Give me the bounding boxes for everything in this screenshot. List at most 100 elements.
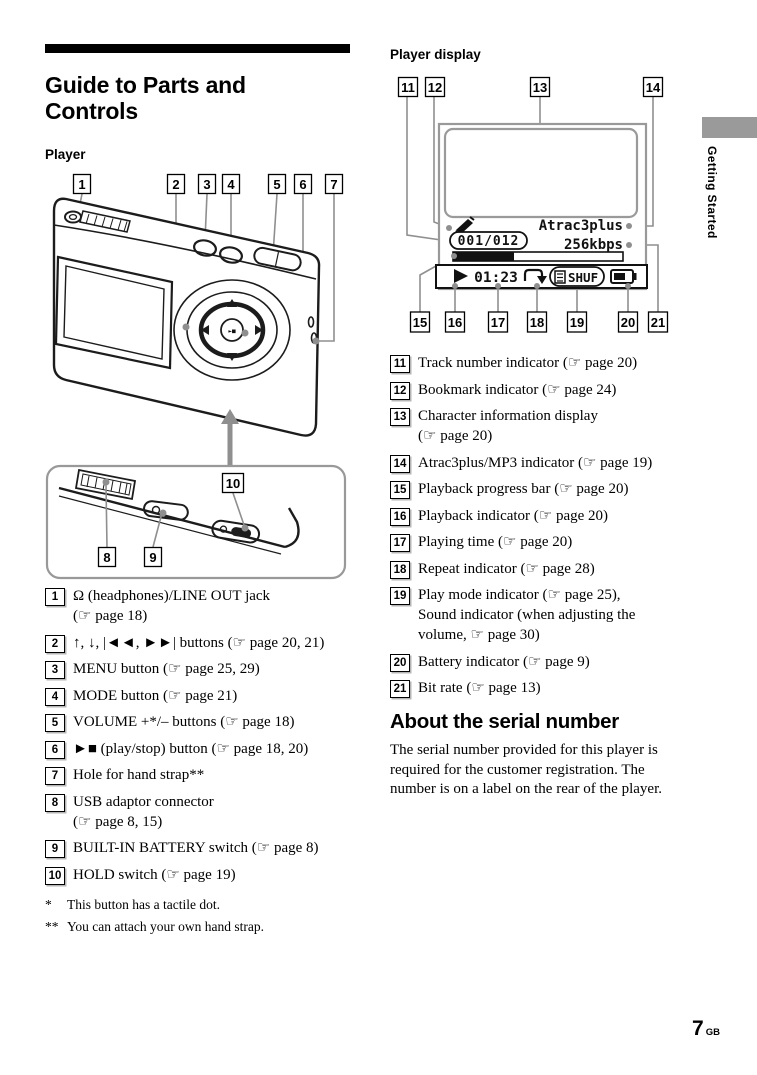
bottom-view-inset [45,464,347,580]
player-section-heading: Player [45,147,86,162]
callout-5: 5 [273,177,280,192]
playing-time: 01:23 [474,270,518,286]
bottom-edge-shadow [58,495,282,555]
callout-10: 10 [226,476,240,491]
item-number: 18 [390,560,410,579]
callout-3: 3 [203,177,210,192]
footnote: *This button has a tactile dot. [45,897,220,912]
item-number: 17 [390,534,410,552]
play-icon [454,269,468,283]
play-stop-button [220,318,244,342]
callout-2: 2 [172,177,179,192]
callout-9: 9 [149,550,156,565]
callout-11: 11 [401,80,415,95]
play-stop-glyph: ►■ [228,328,236,335]
callout-15: 15 [413,315,427,330]
chapter-tab-label: Getting Started [705,146,719,239]
item-number: 21 [390,680,410,698]
item-number: 10 [45,866,65,885]
hold-switch [211,519,261,544]
player-diagram: ►■ [45,173,347,580]
callout-21: 21 [651,315,665,330]
callout-1: 1 [78,177,85,192]
down-arrow-icon [227,353,237,361]
callout-20: 20 [621,315,635,330]
headphone-jack [64,210,131,233]
item-number: 3 [45,661,65,679]
item-number: 5 [45,714,65,732]
volume-buttons [253,246,302,272]
callout-7: 7 [330,177,337,192]
callout-6: 6 [299,177,306,192]
battery-icon [610,269,637,284]
page-title: Guide to Parts and Controls [45,72,246,125]
footnotes: *This button has a tactile dot. **You ca… [45,896,367,940]
bitrate-indicator: 256kbps [564,237,623,253]
item-number: 2 [45,634,65,653]
callout-13: 13 [533,80,547,95]
up-arrow-connector [221,409,239,466]
bottom-edge [58,486,286,549]
item-number: 11 [390,355,410,373]
play-mode-indicator: SHUF [549,266,605,287]
item-number: 7 [45,767,65,785]
display-section-heading: Player display [390,47,481,62]
display-callouts: 11 12 13 14 15 16 17 18 19 20 21 [397,76,669,333]
chapter-tab-bar [702,117,757,138]
player-top-edge [53,224,317,280]
player-screen-inner [63,265,165,360]
callout-18: 18 [530,315,544,330]
item-number: 20 [390,653,410,672]
callout-14: 14 [646,80,661,95]
item-number: 1 [45,588,65,606]
item-number: 6 [45,740,65,759]
track-number-indicator: 001/012 [458,234,520,249]
callout-4: 4 [227,177,235,192]
callout-8: 8 [103,550,110,565]
title-rule-bar [45,44,350,53]
playback-progress-bar [452,251,624,262]
callout-12: 12 [428,80,442,95]
prev-track-icon [201,325,209,335]
up-arrow-icon [227,299,237,307]
playlist-icon [554,270,566,284]
item-number: 13 [390,408,410,426]
item-number: 4 [45,687,65,706]
display-diagram: Atrac3plus 256kbps 001/012 01:23 SHUF [397,76,669,333]
next-track-icon [255,325,263,335]
item-number: 16 [390,507,410,526]
serial-heading: About the serial number [390,710,619,733]
mode-button [219,246,243,264]
page-region: GB [705,1027,720,1038]
player-callouts: 1 2 3 4 5 6 7 8 9 10 [72,173,344,568]
item-number: 14 [390,454,410,473]
character-information-display [443,127,639,219]
callout-16: 16 [448,315,462,330]
list-item: 2↑, ↓, |◄◄, ►►| buttons (☞ page 20, 21) [45,633,367,653]
item-number: 15 [390,481,410,499]
track-number-oval [449,231,528,250]
page-number-value: 7 [692,1017,704,1040]
serial-body: The serial number provided for this play… [390,742,662,797]
item-number: 9 [45,840,65,858]
bottom-corner [284,507,300,549]
menu-button [193,239,217,257]
